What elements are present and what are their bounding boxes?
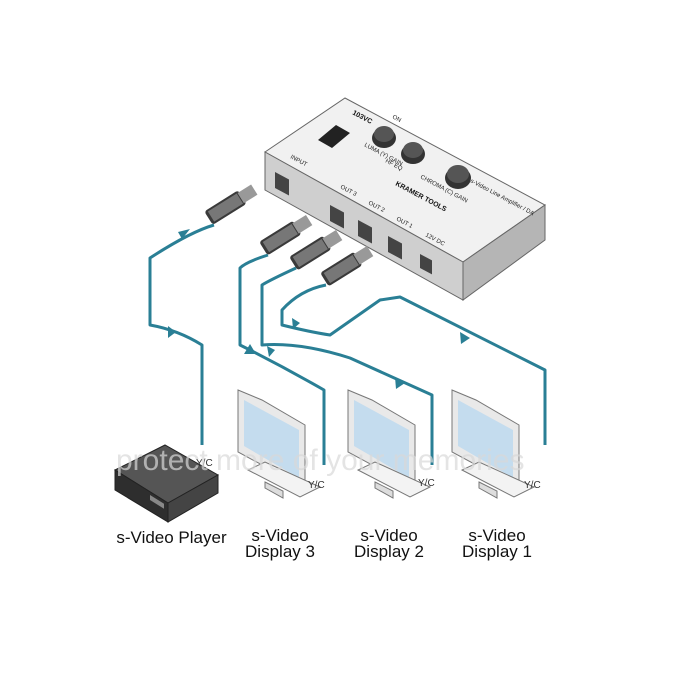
svideo-player bbox=[113, 444, 220, 523]
caption-line1: s-Video Player bbox=[116, 528, 227, 547]
input-cable bbox=[148, 223, 215, 445]
out1-plug bbox=[321, 245, 374, 286]
display-2-monitor bbox=[347, 389, 432, 499]
arrow-icon bbox=[168, 326, 176, 338]
cable-arrows bbox=[168, 229, 470, 389]
input-port[interactable] bbox=[275, 172, 289, 196]
connector-plugs bbox=[205, 184, 374, 286]
kramer-logo bbox=[318, 125, 350, 148]
arrow-icon bbox=[395, 377, 405, 389]
out2-plug bbox=[290, 229, 343, 270]
arrow-icon bbox=[460, 332, 470, 344]
caption-line1: s-Video bbox=[468, 526, 526, 545]
out2-cable bbox=[260, 266, 434, 465]
hf-eq-knob[interactable] bbox=[401, 142, 425, 164]
caption-display-1: s-Video Display 1 bbox=[447, 526, 547, 561]
arrow-icon bbox=[244, 344, 256, 354]
caption-line1: s-Video bbox=[360, 526, 418, 545]
chroma-gain-knob[interactable] bbox=[445, 165, 471, 189]
caption-svideo-player: s-Video Player bbox=[104, 528, 239, 547]
arrow-icon bbox=[267, 346, 275, 357]
out3-plug bbox=[260, 214, 313, 255]
display-3-monitor bbox=[237, 389, 322, 499]
caption-display-3: s-Video Display 3 bbox=[230, 526, 330, 561]
out1-port[interactable] bbox=[388, 236, 402, 260]
caption-display-2: s-Video Display 2 bbox=[339, 526, 439, 561]
caption-line2: Display 1 bbox=[462, 542, 532, 561]
out3-port[interactable] bbox=[330, 205, 344, 229]
kramer-103vc-device: 103VC KRAMER TOOLS s-Video Line Amplifie… bbox=[264, 97, 546, 301]
display-1-monitor bbox=[451, 389, 536, 499]
caption-line1: s-Video bbox=[251, 526, 309, 545]
caption-line2: Display 3 bbox=[245, 542, 315, 561]
watermark: protect more of your memories bbox=[116, 444, 524, 477]
power-port[interactable] bbox=[420, 254, 432, 275]
out2-port[interactable] bbox=[358, 220, 372, 244]
input-plug bbox=[205, 184, 258, 224]
yc-label-display1: Y/C bbox=[524, 480, 541, 491]
arrow-icon bbox=[292, 318, 300, 329]
out3-cable bbox=[238, 253, 326, 465]
luma-gain-knob[interactable] bbox=[372, 126, 396, 148]
yc-label-player: Y/C bbox=[196, 458, 213, 469]
knob-label-on: ON bbox=[391, 114, 402, 124]
out1-cable bbox=[280, 283, 547, 445]
caption-line2: Display 2 bbox=[354, 542, 424, 561]
yc-label-display2: Y/C bbox=[418, 478, 435, 489]
yc-label-display3: Y/C bbox=[308, 480, 325, 491]
arrow-icon bbox=[178, 229, 190, 239]
